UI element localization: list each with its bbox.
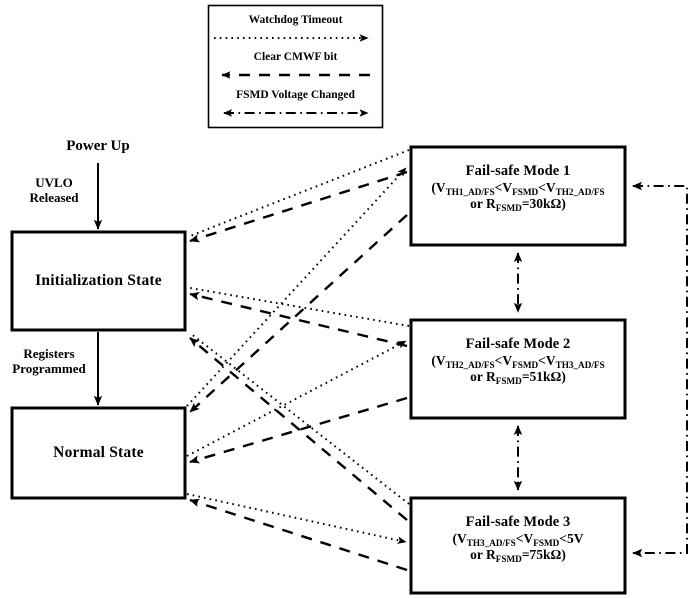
edge-mode1-mode3-fsmd-voltage — [632, 181, 688, 558]
legend-box — [207, 4, 384, 129]
edge-mode2-to-init-watchdog — [189, 287, 410, 327]
edge-normal-to-mode3-watchdog — [186, 493, 407, 544]
legend-item-watchdog: Watchdog Timeout — [208, 14, 383, 26]
fail-safe-mode-1-box — [409, 145, 627, 247]
fail-safe-mode-3-box — [409, 496, 627, 595]
legend-label-clear-cmwf: Clear CMWF bit — [253, 51, 338, 63]
edge-normal-to-mode1-watchdog — [186, 167, 407, 407]
legend-item-fsmd-voltage: FSMD Voltage Changed — [208, 89, 383, 101]
initialization-state-box — [10, 230, 187, 332]
legend-item-clear-cmwf: Clear CMWF bit — [208, 51, 383, 63]
edge-mode3-to-normal-clear-cmwf — [189, 498, 408, 572]
edge-normal-to-mode2-watchdog — [186, 340, 407, 457]
fail-safe-mode-2-box — [409, 318, 627, 420]
edge-mode1-to-normal-clear-cmwf — [189, 214, 408, 413]
edge-mode1-to-init-clear-cmwf — [189, 170, 408, 243]
edge-mode3-to-init-watchdog — [189, 332, 410, 505]
edge-mode2-to-normal-clear-cmwf — [189, 396, 408, 464]
edge-mode3-to-init-clear-cmwf — [189, 337, 408, 521]
legend-label-fsmd-voltage: FSMD Voltage Changed — [236, 89, 355, 101]
edge-mode1-to-init-watchdog — [189, 149, 410, 237]
legend-label-watchdog: Watchdog Timeout — [248, 14, 343, 26]
edge-mode2-to-init-clear-cmwf — [189, 292, 408, 348]
normal-state-box — [10, 406, 187, 500]
